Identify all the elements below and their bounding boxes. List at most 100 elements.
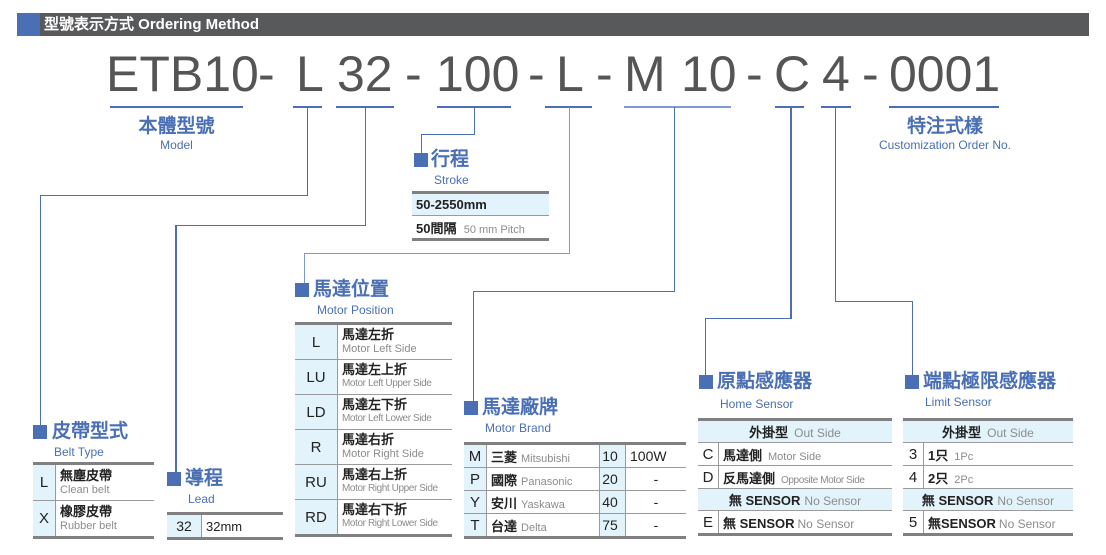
stroke-marker-icon	[414, 153, 428, 167]
motor-brand-zh: 安川	[491, 495, 518, 511]
motor-position-key: LD	[295, 394, 338, 430]
underline-limit-sensor	[821, 106, 851, 108]
code-sep: -	[596, 46, 613, 102]
stroke-table: 50-2550mm 50間隔 50 mm Pitch	[412, 191, 549, 241]
model-title: 本體型號	[138, 116, 215, 137]
motor-brand-zh: 國際	[491, 472, 518, 488]
underline-custom	[889, 106, 999, 108]
limit-sensor-marker-icon	[905, 375, 919, 389]
stroke-range: 50-2550mm	[416, 197, 487, 212]
connector-stroke	[421, 134, 422, 154]
motor-position-zh: 馬達右折	[342, 432, 395, 447]
motor-brand-en: Panasonic	[521, 475, 573, 488]
code-belt-type: L	[296, 46, 324, 102]
connector-belt-type	[307, 107, 308, 196]
limit-sensor-key: 3	[903, 442, 924, 466]
motor-position-en: Motor Right Lower Side	[342, 518, 438, 529]
limit-sensor-subtitle: Limit Sensor	[925, 395, 992, 409]
lead-subtitle: Lead	[188, 492, 215, 506]
code-sep: -	[746, 46, 763, 102]
belt-type-title: 皮帶型式	[52, 421, 129, 442]
lead-table: 32 32mm	[167, 512, 283, 540]
motor-position-zh: 馬達左下折	[342, 397, 408, 412]
motor-power-value: -	[653, 494, 659, 510]
home-sensor-group-en: Out Side	[794, 426, 841, 440]
connector-limit-sensor	[912, 301, 913, 375]
code-lead: 32	[337, 46, 393, 102]
motor-brand-subtitle: Motor Brand	[485, 421, 552, 435]
home-sensor-en: No Sensor	[797, 516, 855, 531]
home-sensor-group-outside: 外掛型 Out Side	[698, 420, 892, 443]
limit-sensor-group-zh: 無 SENSOR	[921, 493, 994, 508]
code-sep: -	[528, 46, 545, 102]
limit-sensor-zh: 無SENSOR	[928, 515, 996, 531]
connector-limit-sensor	[835, 107, 836, 302]
code-home-sensor: C	[774, 46, 811, 102]
limit-sensor-title: 端點極限感應器	[923, 371, 1057, 392]
lead-key: 32	[167, 513, 202, 539]
underline-home-sensor	[775, 106, 804, 108]
home-sensor-key: C	[698, 442, 719, 466]
limit-sensor-en: 1Pc	[954, 450, 974, 463]
motor-position-key: RU	[295, 464, 338, 500]
motor-position-zh: 馬達右下折	[342, 502, 408, 517]
motor-power-value: -	[653, 471, 659, 487]
connector-home-sensor	[705, 318, 792, 319]
motor-brand-title: 馬達廠牌	[482, 397, 559, 418]
limit-sensor-group-en: Out Side	[987, 426, 1034, 440]
connector-lead	[175, 225, 177, 475]
custom-label: 特注式樣 Customization Order No.	[860, 116, 1030, 152]
motor-position-key: LU	[295, 359, 338, 395]
limit-sensor-key: 5	[903, 510, 924, 535]
stroke-pitch-en: 50 mm Pitch	[463, 223, 525, 236]
limit-sensor-group-en: No Sensor	[997, 494, 1055, 508]
home-sensor-key: E	[698, 510, 719, 535]
lead-marker-icon	[167, 472, 181, 486]
motor-position-en: Motor Left Upper Side	[342, 378, 432, 389]
motor-position-zh: 馬達右上折	[342, 467, 408, 482]
home-sensor-group-zh: 外掛型	[749, 425, 789, 440]
motor-position-en: Motor Right Upper Side	[342, 483, 438, 494]
connector-motor-brand	[674, 107, 675, 292]
motor-power-code: 75	[599, 513, 626, 538]
motor-power-code: 20	[599, 467, 626, 491]
model-subtitle: Model	[160, 138, 193, 152]
connector-belt-type	[40, 195, 41, 430]
motor-brand-zh: 台達	[491, 518, 518, 534]
connector-limit-sensor	[835, 301, 913, 302]
underline-motor-position	[545, 106, 592, 108]
custom-subtitle: Customization Order No.	[878, 138, 1012, 152]
lead-title: 導程	[185, 468, 224, 489]
code-stroke: 100	[436, 46, 520, 102]
motor-brand-key: T	[464, 513, 487, 538]
motor-brand-marker-icon	[464, 401, 478, 415]
motor-position-en: Motor Left Lower Side	[342, 413, 432, 424]
table-row: 32 32mm	[167, 513, 283, 539]
belt-type-zh: 無塵皮帶	[60, 467, 113, 483]
stroke-subtitle: Stroke	[434, 173, 469, 187]
limit-sensor-en: 2Pc	[954, 473, 974, 486]
motor-brand-key: Y	[464, 490, 487, 514]
motor-brand-zh: 三菱	[491, 449, 518, 465]
motor-position-subtitle: Motor Position	[317, 303, 394, 317]
